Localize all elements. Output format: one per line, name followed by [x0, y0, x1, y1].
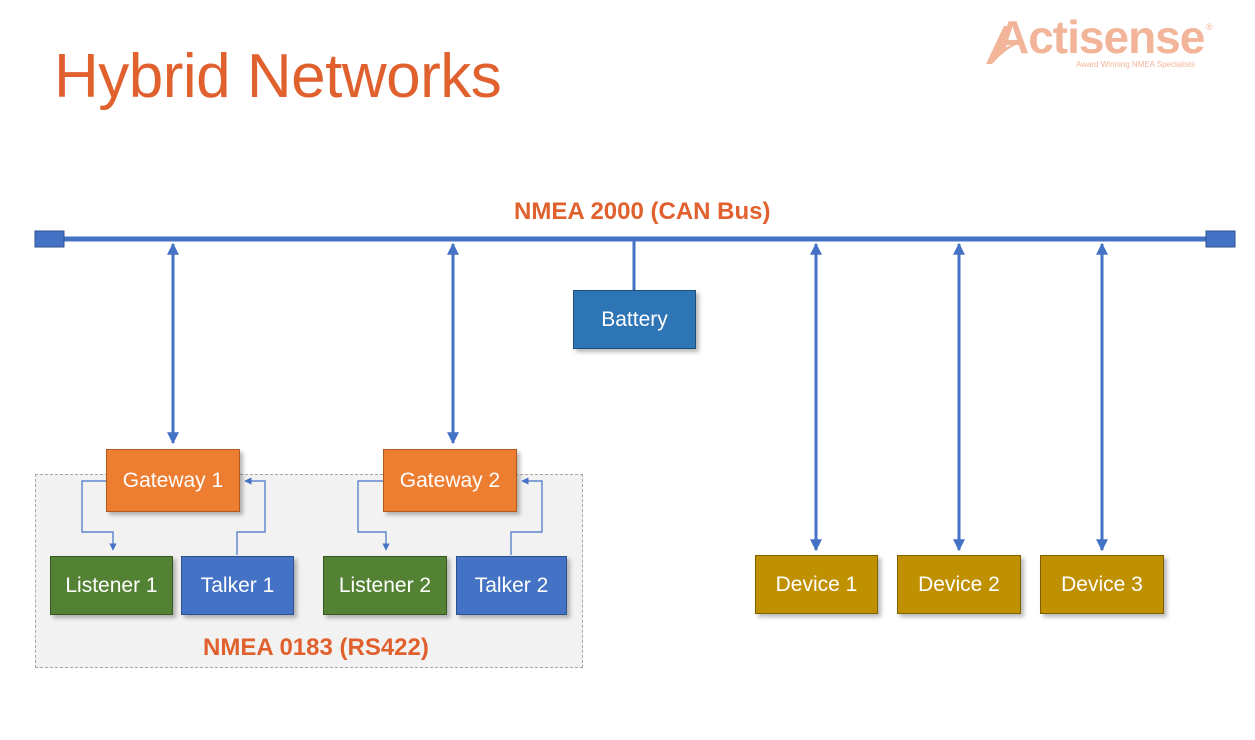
listener-2-node: Listener 2: [323, 556, 447, 615]
logo-tagline: Award Winning NMEA Specialists: [1076, 60, 1196, 69]
nmea-0183-label: NMEA 0183 (RS422): [203, 634, 429, 661]
gateway2-to-listener2-link: [357, 480, 390, 551]
gateway1-to-listener1-link: [81, 480, 117, 551]
logo-registered-mark: ®: [1206, 22, 1213, 32]
gateway-1-node: Gateway 1: [106, 449, 240, 512]
bus-terminator-left: [34, 230, 65, 248]
device-1-node: Device 1: [755, 555, 878, 614]
talker-1-node: Talker 1: [181, 556, 294, 615]
device-3-node: Device 3: [1040, 555, 1164, 614]
actisense-logo: Actisense ® Award Winning NMEA Specialis…: [984, 14, 1216, 72]
gateway-2-node: Gateway 2: [383, 449, 517, 512]
logo-swoosh-icon: [986, 26, 1022, 64]
talker-2-node: Talker 2: [456, 556, 567, 615]
can-bus-label: NMEA 2000 (CAN Bus): [514, 198, 771, 225]
battery-node: Battery: [573, 290, 696, 349]
listener-1-node: Listener 1: [50, 556, 173, 615]
talker2-to-gateway2-link: [510, 477, 543, 555]
bus-terminator-right: [1205, 230, 1236, 248]
logo-wordmark: Actisense: [996, 11, 1205, 63]
talker1-to-gateway1-link: [236, 477, 266, 555]
device-2-node: Device 2: [897, 555, 1021, 614]
page-title: Hybrid Networks: [54, 42, 502, 111]
